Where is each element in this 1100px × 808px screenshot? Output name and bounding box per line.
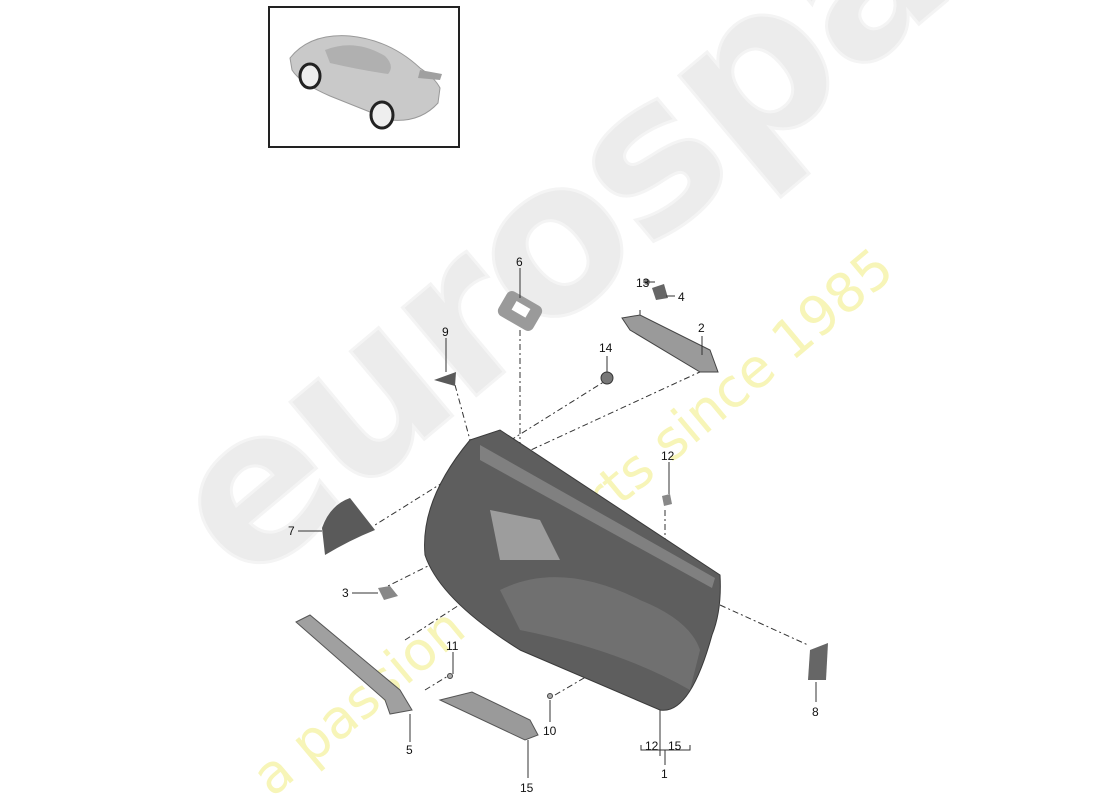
bracket-callout-15[interactable]: 15 <box>668 739 682 753</box>
leader-lines <box>298 268 817 778</box>
switch-bezel-6[interactable] <box>496 289 545 333</box>
bracket-callout-12[interactable]: 12 <box>645 739 659 753</box>
callout-6[interactable]: 6 <box>516 255 523 269</box>
storage-compartment-15[interactable] <box>438 691 539 741</box>
callout-13[interactable]: 13 <box>636 276 650 290</box>
clip-3[interactable] <box>378 586 398 600</box>
clip-12[interactable] <box>662 494 672 506</box>
callout-3[interactable]: 3 <box>342 586 349 600</box>
callout-5[interactable]: 5 <box>406 743 413 757</box>
screw-11[interactable] <box>447 673 453 679</box>
callout-8[interactable]: 8 <box>812 705 819 719</box>
callout-7[interactable]: 7 <box>288 524 295 538</box>
mirror-triangle-cover-7[interactable] <box>322 498 375 555</box>
grab-handle-5[interactable] <box>295 614 413 715</box>
callout-1[interactable]: 1 <box>661 767 668 781</box>
cover-9[interactable] <box>434 372 456 386</box>
callout-12[interactable]: 12 <box>661 449 675 463</box>
callout-2[interactable]: 2 <box>698 321 705 335</box>
vehicle-thumbnail[interactable] <box>268 6 460 148</box>
plug-14[interactable] <box>600 371 614 385</box>
screw-10[interactable] <box>547 693 553 699</box>
callout-14[interactable]: 14 <box>599 341 613 355</box>
callout-4[interactable]: 4 <box>678 290 685 304</box>
callout-11[interactable]: 11 <box>446 639 459 653</box>
callout-10[interactable]: 10 <box>543 724 557 738</box>
door-handle-bracket[interactable] <box>621 314 719 373</box>
callout-9[interactable]: 9 <box>442 325 449 339</box>
end-cap-8[interactable] <box>808 643 828 680</box>
callout-15[interactable]: 15 <box>520 781 534 795</box>
trim-piece-4[interactable] <box>652 284 668 300</box>
car-icon <box>289 35 442 130</box>
assembly-lines <box>374 310 809 696</box>
door-trim-panel[interactable] <box>424 429 721 711</box>
